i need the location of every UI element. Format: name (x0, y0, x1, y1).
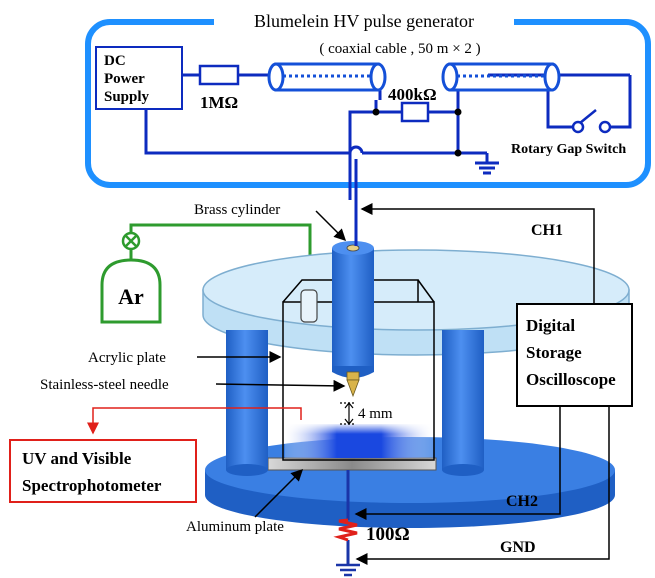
dc-supply-line2: Power (104, 71, 145, 87)
stainless-needle (346, 371, 360, 398)
plasma-glow-top (285, 424, 433, 434)
needle-pointer (215, 379, 346, 392)
uv-line1: UV and Visible (22, 449, 132, 468)
switch-icon (571, 109, 612, 134)
gnd-label: GND (500, 539, 536, 556)
resistor-1m (198, 64, 240, 86)
pillar-front-left (226, 330, 268, 470)
gas-inlet-tube (300, 289, 318, 323)
valve-icon (121, 231, 141, 251)
uv-line2: Spectrophotometer (22, 476, 162, 495)
brass-cylinder-label: Brass cylinder (194, 202, 280, 218)
resistor-100-icon (333, 518, 358, 542)
brass-cylinder-pointer (315, 210, 347, 242)
ground-icon (475, 153, 499, 175)
generator-title: Blumelein HV pulse generator (254, 11, 474, 31)
bottom-ground-icon (336, 563, 360, 577)
uv-probe-line (87, 407, 302, 435)
generator-title-bg (214, 8, 514, 34)
pillar-front-right (442, 330, 484, 470)
dc-power-supply (95, 46, 183, 110)
acrylic-plate-label: Acrylic plate (88, 350, 166, 366)
pillar-front-right-bottom (442, 464, 484, 476)
needle-label: Stainless-steel needle (40, 377, 169, 393)
ch1-label: CH1 (531, 222, 563, 239)
resistor-400k (400, 101, 430, 123)
dc-supply-line3: Supply (104, 89, 150, 105)
coax-label: ( coaxial cable , 50 m × 2 ) (319, 41, 480, 57)
ar-label: Ar (118, 284, 144, 309)
pillar-front-left-bottom (226, 464, 268, 476)
rotary-switch-label: Rotary Gap Switch (511, 142, 626, 157)
r3-label: 100Ω (366, 524, 410, 545)
aluminum-plate-label: Aluminum plate (186, 519, 284, 535)
osc-line2: Storage (526, 343, 582, 362)
uv-spectrophotometer (9, 439, 197, 503)
dc-supply-line1: DC (104, 53, 126, 69)
coax-cable-2 (441, 62, 561, 92)
osc-line1: Digital (526, 316, 575, 335)
junction-dots (372, 108, 462, 157)
gap-marker (340, 402, 356, 425)
gap-label: 4 mm (358, 406, 393, 422)
brass-cylinder (332, 241, 374, 378)
ch2-label: CH2 (506, 493, 538, 510)
oscilloscope (516, 303, 633, 407)
probe-lines (354, 203, 610, 565)
r1-label: 1MΩ (200, 93, 238, 112)
r2-label: 400kΩ (388, 85, 437, 104)
coax-cable-1 (267, 62, 387, 92)
ar-cylinder (100, 258, 162, 324)
aluminum-plate-pointer (254, 468, 304, 518)
osc-line3: Oscilloscope (526, 370, 616, 389)
